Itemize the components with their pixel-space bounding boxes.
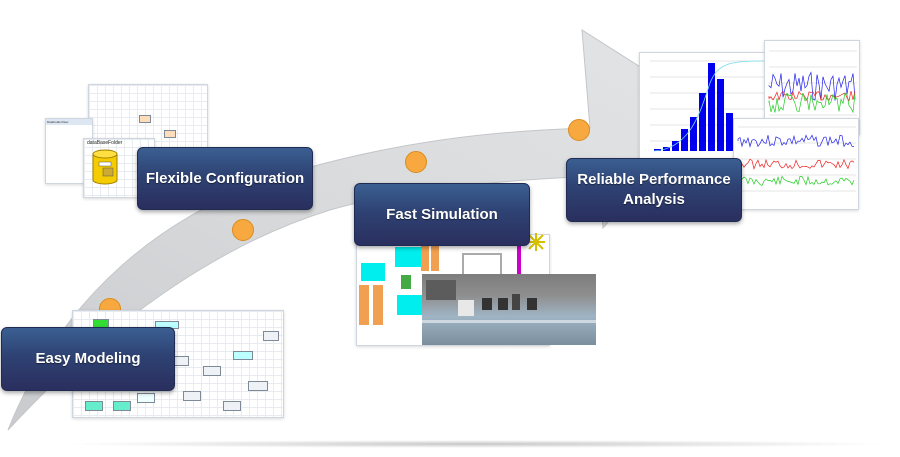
- histogram-bar: [681, 129, 688, 151]
- timeseries-chart-bottom: [733, 118, 859, 210]
- stage-reliable-performance-analysis[interactable]: Reliable Performance Analysis: [566, 158, 742, 222]
- series-line: [768, 90, 856, 102]
- stage-flexible-configuration[interactable]: Flexible Configuration: [137, 147, 313, 210]
- simulation-3d-view: [422, 274, 596, 345]
- database-icon: [92, 149, 118, 185]
- stage-label-line2: Analysis: [623, 191, 685, 208]
- stage-fast-simulation[interactable]: Fast Simulation: [354, 183, 530, 246]
- stage-label: Easy Modeling: [35, 350, 141, 367]
- series-line: [768, 71, 856, 101]
- histogram-bar: [672, 141, 679, 151]
- stage-label-line1: Reliable Performance: [577, 171, 731, 188]
- floor-shadow: [60, 440, 890, 448]
- stage-easy-modeling[interactable]: Easy Modeling: [1, 327, 175, 391]
- histogram-bar: [717, 79, 724, 151]
- milestone-dot-4: [568, 119, 590, 141]
- histogram-bar: [690, 117, 697, 151]
- histogram-bar: [708, 63, 715, 151]
- series-line: [768, 92, 856, 114]
- series-line: [737, 134, 855, 148]
- histogram-bar: [654, 149, 661, 151]
- milestone-dot-2: [232, 219, 254, 241]
- sun-icon: [527, 233, 545, 251]
- histogram-bar: [699, 93, 706, 151]
- series-line: [737, 175, 855, 186]
- series-line: [737, 158, 855, 170]
- stage-label: Fast Simulation: [386, 205, 498, 223]
- stage-label: Flexible Configuration: [145, 169, 305, 187]
- database-folder-label: dataBaseFolder: [87, 140, 123, 146]
- milestone-dot-3: [405, 151, 427, 173]
- histogram-bar: [726, 113, 733, 151]
